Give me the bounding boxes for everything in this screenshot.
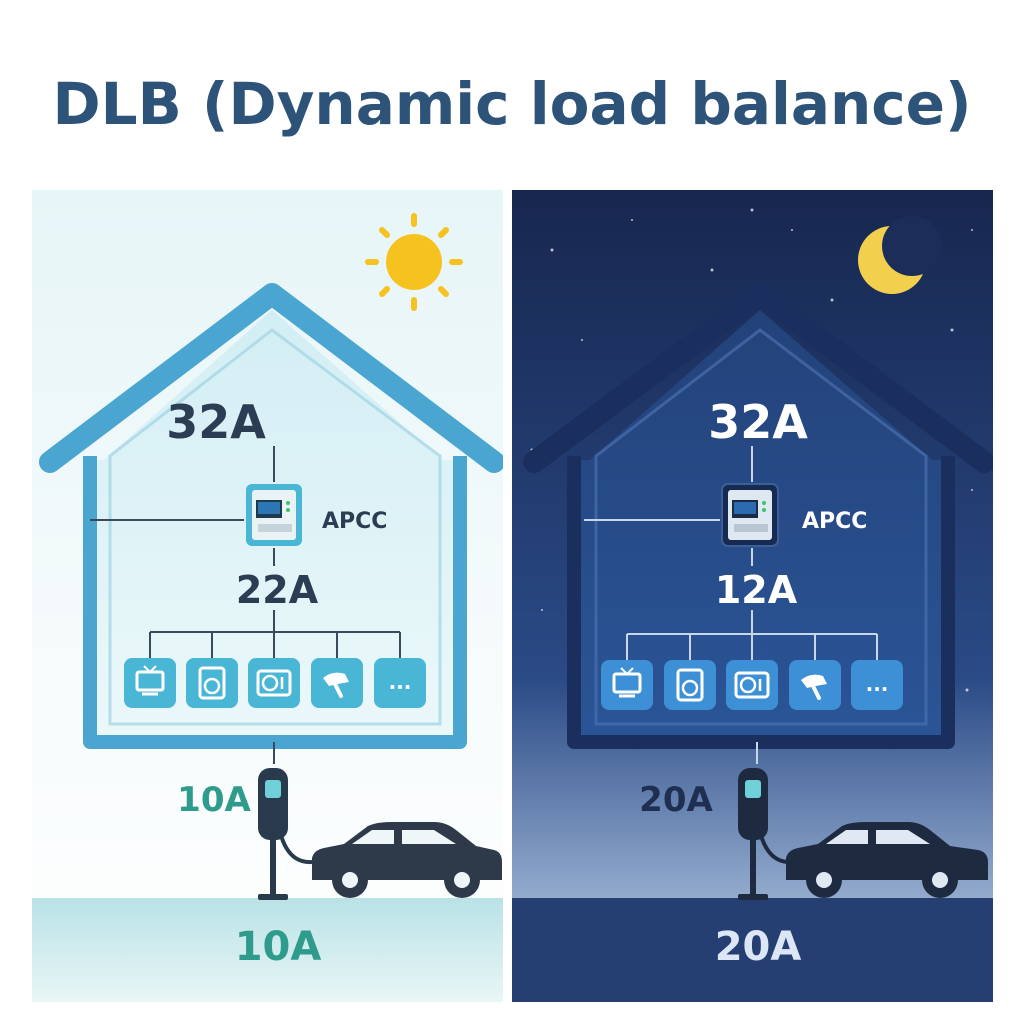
night-appliance-dryer <box>789 660 841 710</box>
night-appliance-microwave <box>726 660 778 710</box>
night-ground-current: 20A <box>715 924 802 970</box>
night-charger-current: 20A <box>639 780 713 820</box>
day-appliance-washer <box>186 658 238 708</box>
night-car-icon <box>786 822 988 898</box>
page-title: DLB (Dynamic load balance) <box>52 70 972 138</box>
day-appliance-tv <box>124 658 176 708</box>
microwave-icon <box>256 669 292 697</box>
night-ev-charger <box>738 768 803 900</box>
hair-dryer-icon <box>801 674 827 700</box>
night-appliance-washer <box>664 660 716 710</box>
more-icon: ... <box>866 672 889 696</box>
day-ground <box>32 898 503 1002</box>
night-controller-label: APCC <box>802 509 867 534</box>
apcc-controller-icon <box>246 484 302 546</box>
night-main-current: 32A <box>708 395 808 449</box>
day-car-icon <box>312 822 502 898</box>
tv-icon <box>612 667 642 698</box>
night-panel: 32A APCC 12A <box>512 190 993 1002</box>
day-wiring <box>90 446 401 764</box>
day-ground-current: 10A <box>235 924 322 970</box>
hair-dryer-icon <box>323 672 349 698</box>
day-main-current: 32A <box>166 395 266 449</box>
day-scene: 32A APCC 22A <box>32 190 503 1002</box>
night-scene: 32A APCC 12A <box>512 190 993 1002</box>
day-appliance-more: ... <box>374 658 426 708</box>
tv-icon <box>135 665 165 696</box>
day-controller-label: APCC <box>322 509 387 534</box>
moon-icon <box>858 216 942 294</box>
night-appliance-more: ... <box>851 660 903 710</box>
night-appliance-tv <box>601 660 653 710</box>
day-appliance-dryer <box>311 658 363 708</box>
apcc-controller-icon <box>721 483 779 547</box>
night-wiring <box>584 446 878 764</box>
day-charger-current: 10A <box>177 780 251 820</box>
microwave-icon <box>734 671 770 699</box>
sun-icon <box>365 213 463 311</box>
day-panel: 32A APCC 22A <box>32 190 503 1002</box>
washing-machine-icon <box>676 668 704 702</box>
day-home-current: 22A <box>236 568 319 612</box>
more-icon: ... <box>389 670 412 694</box>
washing-machine-icon <box>198 666 226 700</box>
day-appliance-microwave <box>248 658 300 708</box>
night-home-current: 12A <box>715 568 798 612</box>
night-ground <box>512 898 993 1002</box>
